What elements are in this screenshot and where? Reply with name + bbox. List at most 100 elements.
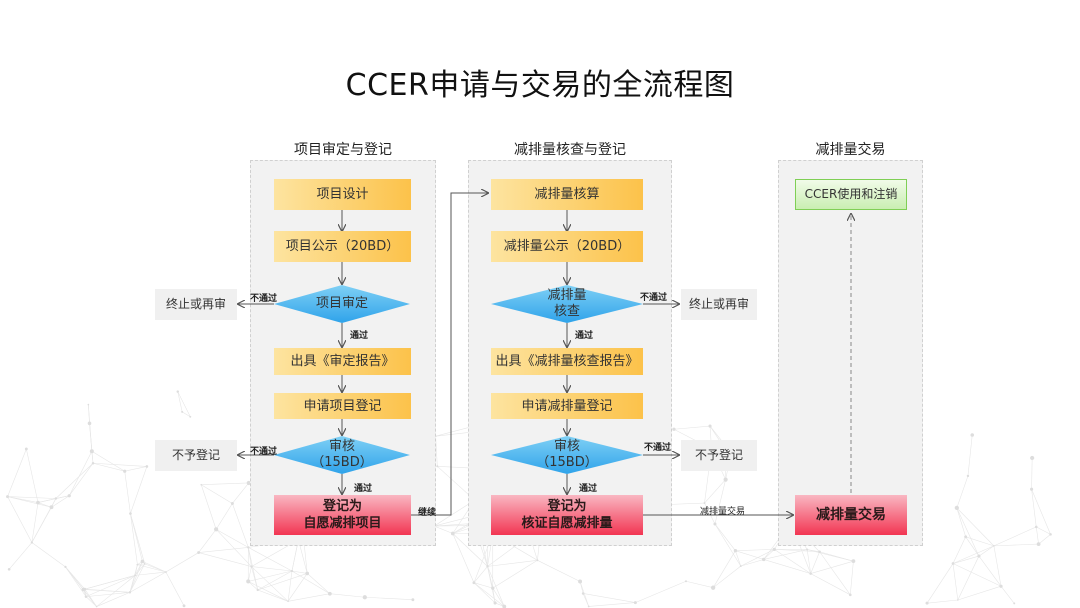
background-network-dot	[739, 565, 742, 568]
background-network-dot	[129, 512, 132, 515]
background-network-dot	[587, 605, 590, 608]
background-network-line	[487, 566, 505, 607]
background-network-line	[182, 411, 191, 418]
background-network-line	[588, 602, 636, 607]
background-network-line	[714, 523, 736, 551]
background-network-line	[134, 563, 145, 576]
node-reduction-publicity: 减排量公示（20BD）	[491, 231, 643, 262]
background-network-line	[965, 536, 994, 547]
background-network-line	[92, 462, 147, 467]
background-network-dot	[536, 559, 539, 562]
background-network-line	[37, 502, 52, 508]
background-network-line	[364, 596, 413, 600]
background-network-line	[487, 566, 496, 604]
background-network-line	[165, 552, 199, 573]
background-network-line	[65, 566, 87, 597]
background-network-line	[712, 550, 736, 588]
background-network-line	[198, 529, 217, 553]
background-network-line	[129, 563, 146, 593]
background-network-dot	[7, 567, 11, 571]
edge-label-pass-1: 通过	[350, 331, 369, 341]
background-network-line	[849, 561, 854, 595]
arrow-continue	[410, 193, 488, 516]
background-network-line	[85, 575, 136, 597]
background-network-line	[763, 549, 775, 560]
background-network-dot	[287, 600, 289, 603]
background-network-line	[248, 547, 293, 572]
background-network-line	[1038, 534, 1051, 545]
background-network-dot	[30, 541, 34, 544]
background-network-dot	[89, 449, 94, 454]
background-network-line	[247, 566, 252, 582]
background-network-dot	[761, 557, 766, 562]
background-network-line	[291, 570, 331, 594]
edge-label-pass-3: 通过	[575, 331, 594, 341]
background-network-line	[452, 533, 475, 583]
background-network-dot	[305, 571, 310, 576]
background-network-dot	[164, 571, 167, 573]
column-header-reduction: 减排量核查与登记	[514, 142, 626, 158]
background-network-line	[31, 502, 39, 543]
background-network-dot	[486, 565, 489, 568]
background-network-dot	[491, 586, 495, 590]
background-network-dot	[54, 497, 58, 500]
node-review-mid: 审核 （15BD）	[536, 439, 598, 470]
background-network-line	[37, 498, 56, 503]
background-network-line	[978, 555, 1002, 587]
node-register-reduction: 登记为 核证自愿减排量	[491, 495, 643, 535]
background-network-dot	[128, 591, 132, 594]
background-network-dot	[247, 546, 250, 549]
background-network-line	[26, 448, 39, 503]
background-network-dot	[6, 495, 10, 499]
edge-label-fail-3: 不通过	[640, 293, 668, 303]
background-network-line	[177, 391, 191, 417]
background-network-dot	[200, 483, 203, 486]
decision-diamond-review-left	[274, 436, 410, 474]
background-network-line	[1031, 489, 1037, 527]
background-network-line	[685, 580, 714, 588]
background-network-line	[952, 536, 966, 564]
background-network-dot	[733, 549, 738, 553]
edge-label-pass-4: 通过	[579, 484, 598, 494]
node-review-left: 审核 （15BD）	[311, 439, 373, 470]
background-network-line	[248, 570, 293, 582]
background-network-line	[957, 555, 980, 601]
background-network-line	[735, 549, 775, 552]
background-network-line	[810, 551, 820, 574]
background-network-line	[763, 549, 808, 560]
background-network-line	[965, 536, 980, 557]
background-network-dot	[710, 585, 716, 590]
decision-diamond-project-validation	[274, 285, 410, 323]
background-network-line	[714, 479, 726, 525]
background-network-line	[993, 526, 1037, 547]
background-network-dot	[87, 403, 90, 406]
background-network-dot	[140, 559, 145, 564]
background-network-dot	[91, 461, 95, 465]
background-network-dot	[578, 579, 583, 584]
background-network-dot	[123, 469, 127, 473]
node-ccer-use: CCER使用和注销	[795, 179, 907, 210]
background-network-dot	[581, 592, 585, 595]
column-header-trade: 减排量交易	[815, 142, 886, 158]
background-network-dot	[197, 551, 201, 555]
background-network-dot	[708, 424, 712, 428]
background-network-dot	[1034, 525, 1038, 529]
background-network-line	[7, 496, 39, 503]
background-network-line	[1035, 526, 1039, 545]
background-network-line	[68, 463, 94, 496]
background-network-dot	[67, 494, 71, 498]
background-network-line	[198, 547, 249, 553]
decision-diamond-review-mid	[491, 436, 643, 474]
background-network-line	[130, 513, 143, 562]
background-network-dot	[493, 601, 497, 605]
background-network-line	[673, 425, 711, 430]
background-network-line	[735, 550, 742, 567]
node-reduction-check: 减排量 核查	[547, 288, 587, 319]
background-network-dot	[230, 502, 234, 505]
background-network-line	[993, 543, 1039, 547]
background-network-line	[137, 564, 166, 573]
background-network-dot	[848, 593, 852, 597]
background-network-dot	[145, 465, 149, 468]
background-network-line	[473, 582, 496, 604]
background-network-dot	[957, 599, 959, 601]
